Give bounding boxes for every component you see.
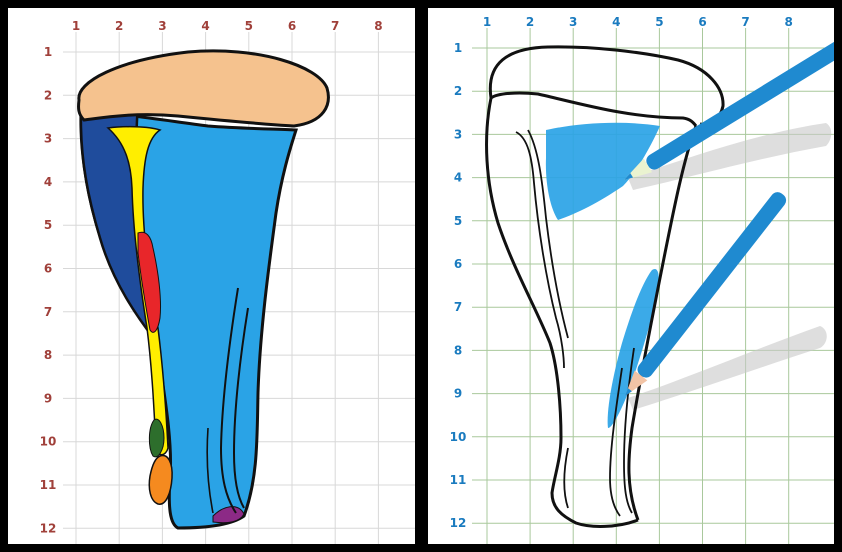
row-label: 5 [44, 218, 52, 232]
bone-outline-top [491, 93, 696, 126]
right-column-labels: 1 2 3 4 5 6 7 8 [483, 15, 793, 29]
row-label: 7 [44, 305, 52, 319]
row-label: 1 [44, 45, 52, 59]
row-label: 8 [44, 348, 52, 362]
row-label: 9 [454, 387, 462, 401]
column-label: 2 [115, 19, 123, 33]
left-column-labels: 1 2 3 4 5 6 7 8 [72, 19, 383, 33]
column-label: 4 [612, 15, 620, 29]
row-label: 7 [454, 300, 462, 314]
column-label: 8 [374, 19, 382, 33]
row-label: 4 [454, 171, 462, 185]
pencil-shadow [628, 326, 827, 410]
green-region [149, 419, 164, 457]
row-label: 2 [44, 88, 52, 102]
column-label: 4 [201, 19, 209, 33]
column-label: 5 [245, 19, 253, 33]
column-label: 2 [526, 15, 534, 29]
column-label: 7 [741, 15, 749, 29]
row-label: 3 [44, 132, 52, 146]
column-label: 6 [698, 15, 706, 29]
row-label: 10 [450, 430, 467, 444]
row-label: 11 [450, 473, 467, 487]
row-label: 12 [40, 521, 57, 535]
inner-line [564, 448, 568, 508]
row-label: 5 [454, 214, 462, 228]
row-label: 3 [454, 127, 462, 141]
row-label: 6 [44, 262, 52, 276]
column-label: 3 [158, 19, 166, 33]
row-label: 2 [454, 84, 462, 98]
column-label: 1 [72, 19, 80, 33]
row-label: 6 [454, 257, 462, 271]
row-label: 9 [44, 391, 52, 405]
column-label: 5 [655, 15, 663, 29]
row-label: 1 [454, 41, 462, 55]
column-label: 1 [483, 15, 491, 29]
orange-top-region [79, 51, 329, 126]
row-label: 8 [454, 343, 462, 357]
row-label: 4 [44, 175, 52, 189]
column-label: 6 [288, 19, 296, 33]
bone-outline-top [490, 47, 723, 124]
row-label: 10 [40, 435, 57, 449]
row-label: 12 [450, 516, 467, 530]
column-label: 3 [569, 15, 577, 29]
column-label: 8 [785, 15, 793, 29]
row-label: 11 [40, 478, 57, 492]
column-label: 7 [331, 19, 339, 33]
